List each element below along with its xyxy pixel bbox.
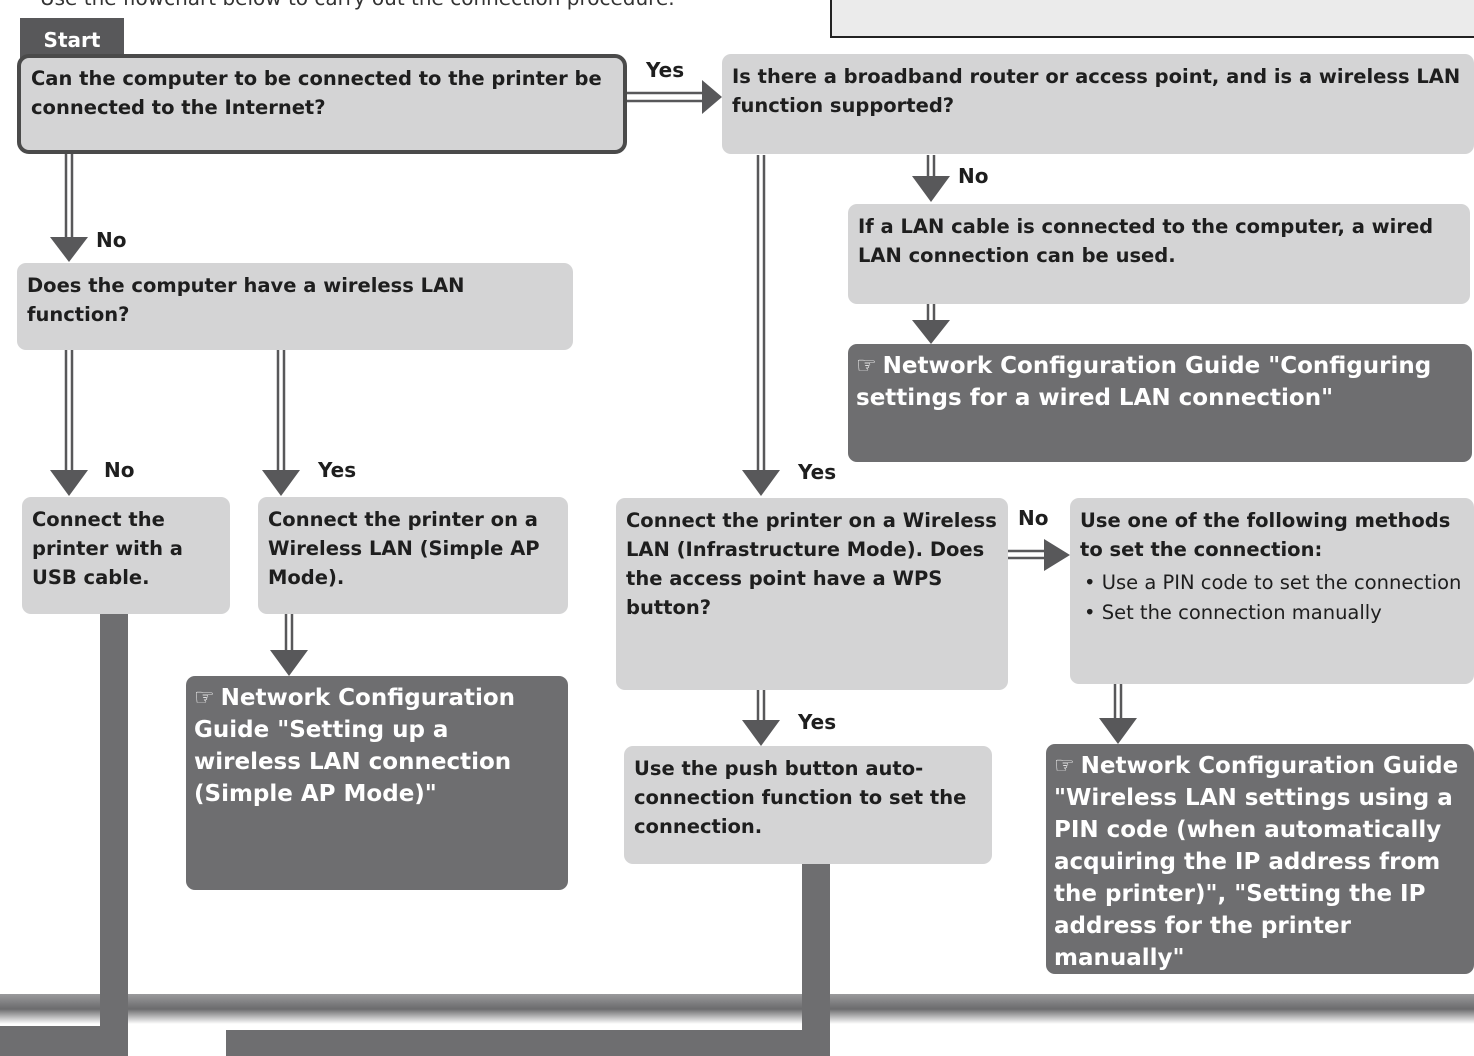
label-no-internet: No — [96, 228, 127, 252]
label-no-wps: No — [1018, 506, 1049, 530]
question-router: Is there a broadband router or access po… — [722, 54, 1474, 154]
top-note-panel — [830, 0, 1474, 38]
ref-wired-lan: ☞Network Configuration Guide "Configurin… — [848, 344, 1472, 462]
push-button-connection: Use the push button auto-connection func… — [624, 746, 992, 864]
ref-wired-lan-text: Network Configuration Guide "Configuring… — [856, 353, 1432, 411]
other-methods: Use one of the following methods to set … — [1070, 498, 1474, 684]
pointing-hand-icon: ☞ — [856, 353, 877, 379]
label-yes-wps: Yes — [798, 710, 837, 734]
method-manual: Set the connection manually — [1096, 598, 1464, 628]
ref-simple-ap-text: Network Configuration Guide "Setting up … — [194, 685, 516, 807]
wired-lan-note: If a LAN cable is connected to the compu… — [848, 204, 1470, 304]
question-wireless-pc: Does the computer have a wireless LAN fu… — [17, 263, 573, 350]
method-pin-code: Use a PIN code to set the connection — [1096, 568, 1464, 598]
ref-simple-ap: ☞Network Configuration Guide "Setting up… — [186, 676, 568, 890]
pointing-hand-icon: ☞ — [194, 685, 215, 711]
intro-text: Use the flowchart below to carry out the… — [40, 0, 675, 10]
label-no-router: No — [958, 164, 989, 188]
methods-title: Use one of the following methods to set … — [1080, 509, 1451, 561]
label-yes-wireless-pc: Yes — [318, 458, 357, 482]
ref-pin-code: ☞Network Configuration Guide "Wireless L… — [1046, 744, 1474, 974]
pointing-hand-icon: ☞ — [1054, 753, 1075, 779]
label-yes-router: Yes — [798, 460, 837, 484]
usb-connection: Connect the printer with a USB cable. — [22, 497, 230, 614]
infrastructure-question: Connect the printer on a Wireless LAN (I… — [616, 498, 1008, 690]
question-internet: Can the computer to be connected to the … — [17, 54, 627, 154]
ref-pin-code-text: Network Configuration Guide "Wireless LA… — [1054, 753, 1459, 971]
simple-ap-connection: Connect the printer on a Wireless LAN (S… — [258, 497, 568, 614]
label-yes-internet: Yes — [646, 58, 685, 82]
start-label: Start — [20, 18, 124, 60]
methods-list: Use a PIN code to set the connection Set… — [1080, 568, 1464, 628]
label-no-wireless-pc: No — [104, 458, 135, 482]
